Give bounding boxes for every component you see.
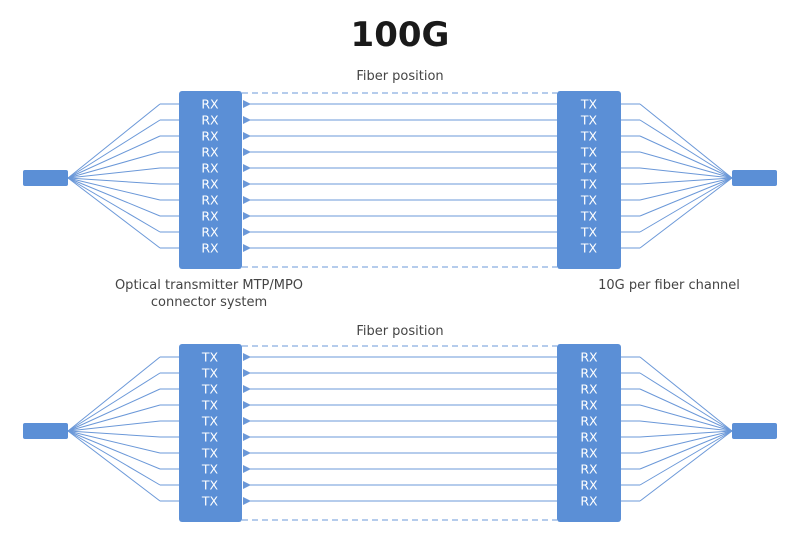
left-port-label: TX <box>201 478 219 493</box>
left-fan-line <box>67 119 161 179</box>
right-port-label: TX <box>580 113 598 128</box>
right-fan-line <box>639 420 733 432</box>
left-port-label: RX <box>201 145 219 160</box>
right-fan-line <box>639 135 733 179</box>
right-port-label: TX <box>580 193 598 208</box>
right-port-label: TX <box>580 177 598 192</box>
left-port-label: RX <box>201 209 219 224</box>
right-fan-line <box>639 177 733 233</box>
right-fan-line <box>639 430 733 438</box>
left-port-label: TX <box>201 398 219 413</box>
right-fan-line <box>639 177 733 185</box>
left-port-label: TX <box>201 430 219 445</box>
right-fan-line <box>639 177 733 217</box>
left-fan-line <box>67 388 161 432</box>
left-port-label: TX <box>201 414 219 429</box>
right-port-label: TX <box>580 225 598 240</box>
right-port-label: RX <box>580 494 598 509</box>
left-port-label: TX <box>201 382 219 397</box>
left-fan-line <box>67 151 161 179</box>
left-connector-plug <box>23 423 68 439</box>
left-port-block <box>179 91 242 269</box>
right-fan-line <box>639 167 733 179</box>
diagram-title: 100G <box>351 15 450 55</box>
left-fan-line <box>67 167 161 179</box>
right-port-block <box>557 344 621 522</box>
left-port-label: TX <box>201 446 219 461</box>
left-port-label: RX <box>201 241 219 256</box>
left-fan-line <box>67 430 161 470</box>
right-label: 10G per fiber channel <box>598 278 740 293</box>
right-fan-line <box>639 103 733 179</box>
right-fan-line <box>639 356 733 432</box>
left-fan-line <box>67 430 161 502</box>
left-port-label: RX <box>201 129 219 144</box>
right-port-label: RX <box>580 366 598 381</box>
left-port-label: TX <box>201 366 219 381</box>
left-port-label: RX <box>201 97 219 112</box>
left-fan-line <box>67 356 161 432</box>
right-port-label: RX <box>580 430 598 445</box>
right-fan-line <box>639 177 733 249</box>
right-port-label: RX <box>580 398 598 413</box>
right-fan-line <box>639 151 733 179</box>
left-fan-line <box>67 404 161 432</box>
left-label-line-1: Optical transmitter MTP/MPO <box>115 278 303 293</box>
left-fan-line <box>67 177 161 233</box>
right-port-block <box>557 91 621 269</box>
left-fan-line <box>67 430 161 486</box>
left-fan-line <box>67 135 161 179</box>
left-port-label: TX <box>201 350 219 365</box>
left-fan-line <box>67 177 161 217</box>
right-port-label: TX <box>580 161 598 176</box>
right-connector-plug <box>732 423 777 439</box>
left-fan-line <box>67 103 161 179</box>
right-fan-line <box>639 177 733 201</box>
left-port-label: RX <box>201 161 219 176</box>
left-port-label: TX <box>201 494 219 509</box>
right-fan-line <box>639 430 733 470</box>
section-2-caption: Fiber position <box>356 324 443 339</box>
left-fan-line <box>67 372 161 432</box>
left-port-label: RX <box>201 177 219 192</box>
right-port-label: RX <box>580 446 598 461</box>
left-port-label: RX <box>201 113 219 128</box>
left-fan-line <box>67 430 161 454</box>
right-port-label: TX <box>580 129 598 144</box>
right-port-label: TX <box>580 241 598 256</box>
left-port-label: RX <box>201 193 219 208</box>
left-connector-plug <box>23 170 68 186</box>
right-port-label: TX <box>580 97 598 112</box>
left-fan-line <box>67 177 161 185</box>
right-fan-line <box>639 430 733 502</box>
left-fan-line <box>67 430 161 438</box>
left-port-label: TX <box>201 462 219 477</box>
left-port-block <box>179 344 242 522</box>
right-port-label: TX <box>580 145 598 160</box>
right-fan-line <box>639 388 733 432</box>
right-fan-line <box>639 430 733 486</box>
right-port-label: TX <box>580 209 598 224</box>
right-fan-line <box>639 119 733 179</box>
right-port-label: RX <box>580 478 598 493</box>
left-fan-line <box>67 177 161 201</box>
sections-layer: RXRXRXRXRXRXRXRXRXRXTXTXTXTXTXTXTXTXTXTX… <box>23 91 777 522</box>
right-port-label: RX <box>580 350 598 365</box>
left-fan-line <box>67 177 161 249</box>
right-port-label: RX <box>580 382 598 397</box>
right-fan-line <box>639 404 733 432</box>
right-port-label: RX <box>580 462 598 477</box>
right-connector-plug <box>732 170 777 186</box>
right-port-label: RX <box>580 414 598 429</box>
left-fan-line <box>67 420 161 432</box>
right-fan-line <box>639 430 733 454</box>
section-1-caption: Fiber position <box>356 69 443 84</box>
left-port-label: RX <box>201 225 219 240</box>
left-label-line-2: connector system <box>151 295 267 310</box>
right-fan-line <box>639 372 733 432</box>
